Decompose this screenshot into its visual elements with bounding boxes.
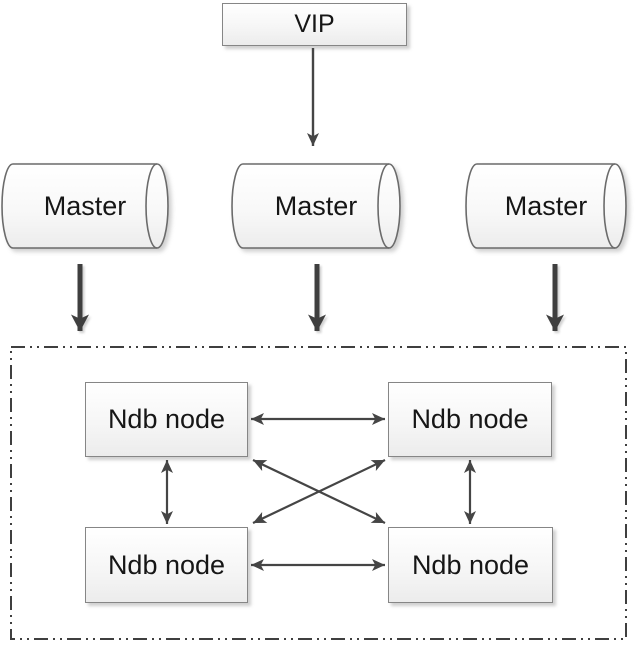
ndb-node-4-label: Ndb node (411, 549, 530, 580)
ndb-node-3-label: Ndb node (107, 549, 226, 580)
ndb-node-1-label: Ndb node (107, 404, 226, 434)
ndb-node-1: Ndb node (85, 382, 248, 457)
ndb-node-3: Ndb node (85, 527, 248, 603)
ndb-node-4: Ndb node (388, 527, 553, 603)
ndb-node-2-label: Ndb node (411, 404, 529, 434)
vip-node-label: VIP (294, 10, 335, 38)
ndb-node-2: Ndb node (388, 382, 552, 457)
vip-node: VIP (222, 3, 407, 46)
